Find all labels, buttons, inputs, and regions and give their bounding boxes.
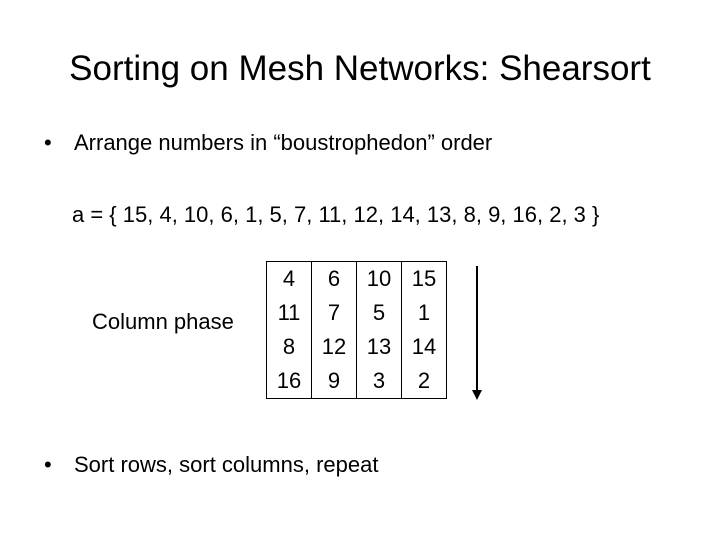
arrow-head [472, 390, 482, 400]
mesh-row: 8 12 13 14 [266, 330, 447, 364]
mesh-cell: 12 [311, 330, 357, 364]
bullet-sort: • Sort rows, sort columns, repeat [44, 450, 378, 480]
slide-title: Sorting on Mesh Networks: Shearsort [69, 49, 651, 88]
mesh-cell: 5 [356, 296, 402, 330]
mesh-cell: 7 [311, 296, 357, 330]
mesh-cell: 10 [356, 261, 402, 296]
down-arrow-icon [472, 266, 482, 400]
array-definition: a = { 15, 4, 10, 6, 1, 5, 7, 11, 12, 14,… [72, 202, 600, 227]
phase-label: Column phase [92, 309, 234, 334]
mesh-cell: 6 [311, 261, 357, 296]
bullet-sort-text: Sort rows, sort columns, repeat [74, 452, 379, 477]
bullet-marker: • [44, 130, 52, 155]
mesh-row: 11 7 5 1 [266, 296, 447, 330]
mesh-cell: 3 [356, 364, 402, 399]
mesh-cell: 9 [311, 364, 357, 399]
mesh-row: 16 9 3 2 [266, 364, 447, 399]
mesh-cell: 11 [266, 296, 312, 330]
bullet-arrange: • Arrange numbers in “boustrophedon” orde… [44, 128, 492, 158]
mesh-cell: 13 [356, 330, 402, 364]
mesh-cell: 16 [266, 364, 312, 399]
mesh-row: 4 6 10 15 [266, 261, 447, 296]
mesh-cell: 4 [266, 261, 312, 296]
mesh-cell: 14 [411, 334, 437, 359]
mesh-cell: 15 [411, 266, 437, 291]
mesh-cell: 1 [417, 300, 431, 325]
mesh-grid: 4 6 10 15 11 7 5 1 8 12 13 14 16 9 3 2 [266, 261, 447, 399]
mesh-cell: 8 [266, 330, 312, 364]
bullet-arrange-text: Arrange numbers in “boustrophedon” order [74, 130, 493, 155]
bullet-marker: • [44, 452, 52, 477]
mesh-cell: 2 [417, 368, 431, 393]
